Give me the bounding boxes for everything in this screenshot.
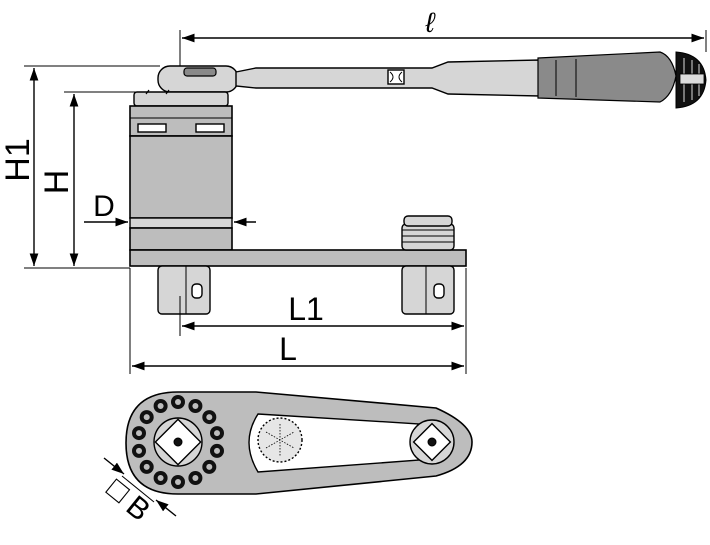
torque-wrench: [157, 51, 707, 109]
bolt-hole-center: [192, 475, 199, 481]
multiplier-slot-right: [195, 123, 225, 133]
reaction-plate: [129, 249, 467, 267]
reaction-stud-thread: [401, 223, 455, 251]
multiplier-slot-left: [137, 123, 167, 133]
label-height-total: H1: [0, 138, 37, 181]
reaction-stud: [401, 215, 455, 251]
bolt-hole-center: [206, 463, 213, 470]
label-length: L: [279, 331, 297, 367]
multiplier-top-cap: [133, 91, 229, 107]
bolt-hole-center: [175, 399, 181, 405]
label-overall-length: ℓ: [424, 7, 436, 38]
multiplier-band: [129, 217, 233, 229]
bolt-hole-center: [143, 414, 150, 421]
label-height: H: [38, 170, 76, 195]
bolt-hole-center: [214, 447, 220, 454]
bolt-hole-center: [136, 447, 142, 454]
label-length-center: L1: [288, 291, 324, 327]
bolt-hole-center: [175, 479, 181, 485]
bolt-hole-center: [206, 414, 213, 421]
label-diameter: D: [93, 190, 115, 223]
bolt-hole-center: [157, 475, 164, 481]
dimension-height-total: H1: [0, 65, 160, 269]
bolt-hole-center: [143, 463, 150, 470]
bolt-circle: [132, 395, 224, 489]
square-drive-right: [401, 265, 455, 315]
dimension-length-center: L1: [179, 268, 467, 374]
bolt-hole-center: [136, 430, 142, 437]
wrench-grip: [537, 51, 677, 103]
wrench-ratchet-lever: [183, 67, 217, 77]
bolt-hole-center: [214, 430, 220, 437]
dimension-length: L: [129, 268, 464, 374]
bolt-hole-center: [192, 403, 199, 409]
multiplier-cylinder: [129, 135, 233, 219]
bottom-view: [125, 391, 473, 495]
multiplier-body: [129, 89, 233, 251]
dimension-height: H: [38, 91, 140, 266]
dimension-overall-length: ℓ: [179, 7, 707, 66]
dimension-diameter: D: [84, 190, 256, 227]
square-drive-left: [157, 265, 211, 315]
multiplier-lower: [129, 227, 233, 251]
bolt-hole-center: [157, 403, 164, 409]
